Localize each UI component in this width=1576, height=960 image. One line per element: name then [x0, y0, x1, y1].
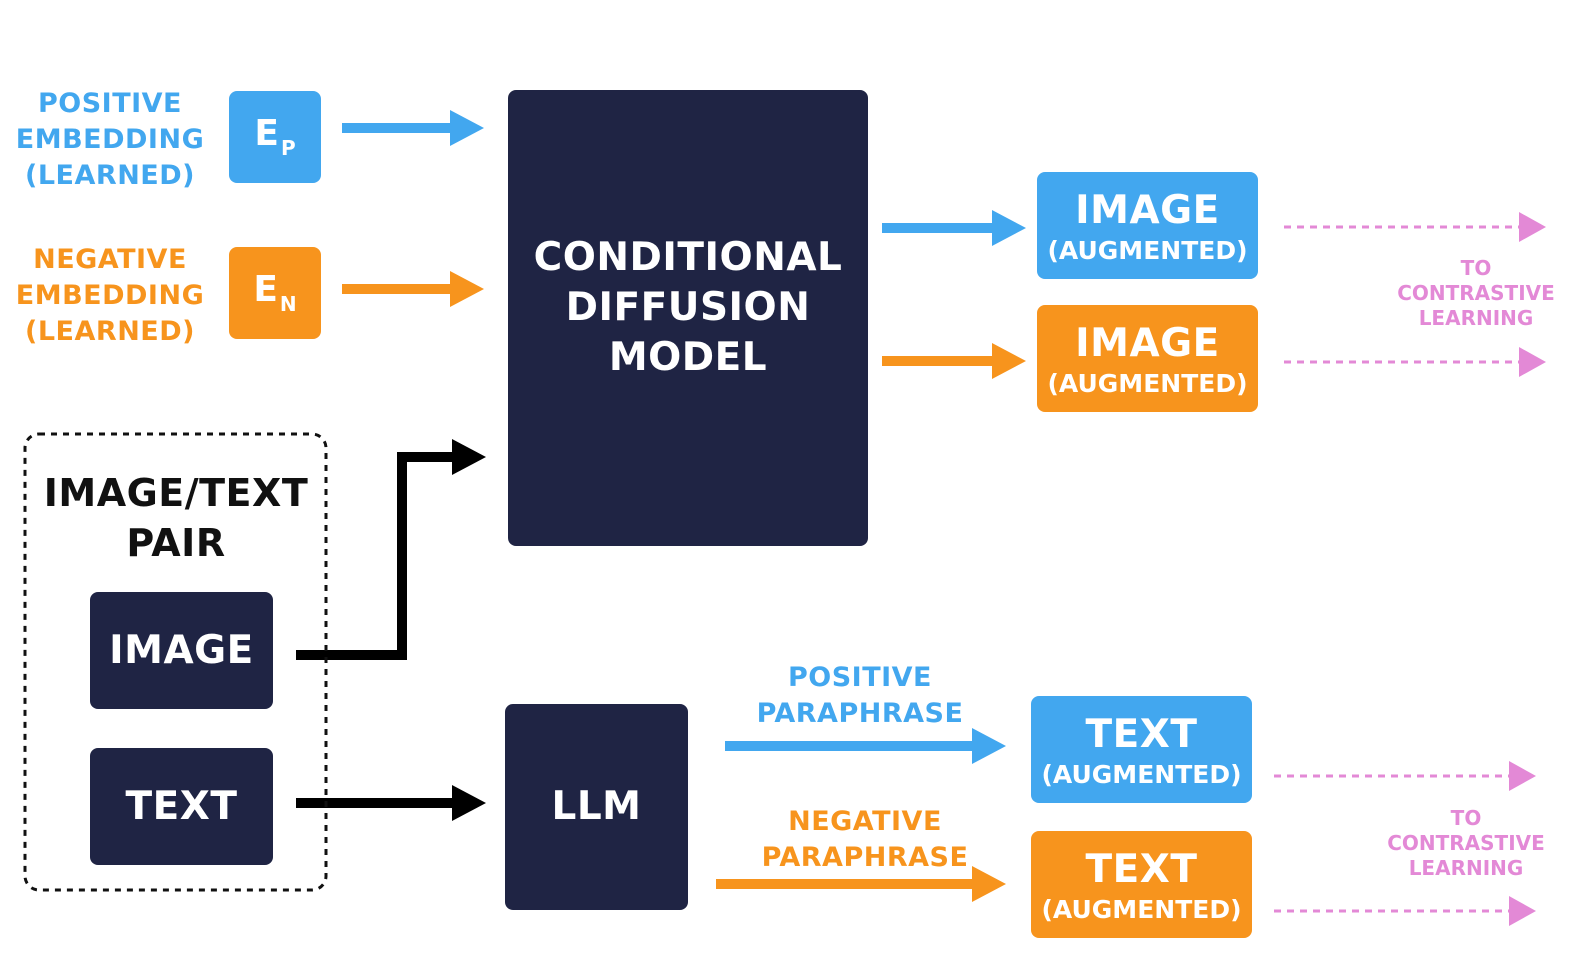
positive-paraphrase-label: POSITIVE PARAPHRASE	[740, 660, 980, 732]
positive-paraphrase-line-2: PARAPHRASE	[756, 698, 964, 729]
text-augmented-negative-main: TEXT	[1085, 846, 1198, 892]
image-to-diffusion-arrow	[296, 439, 486, 660]
text-augmented-negative-box: TEXT (AUGMENTED)	[1031, 831, 1252, 938]
negative-paraphrase-line-1: NEGATIVE	[788, 806, 942, 837]
contrastive-arrow-text-pos	[1274, 761, 1536, 791]
contrastive-top-line-3: LEARNING	[1418, 306, 1534, 330]
contrastive-learning-label-top: TO CONTRASTIVE LEARNING	[1396, 256, 1556, 331]
llm-label: LLM	[551, 784, 642, 829]
image-augmented-negative-box: IMAGE (AUGMENTED)	[1037, 305, 1258, 412]
positive-embedding-arrow	[342, 110, 484, 146]
image-text-pair-container	[23, 432, 328, 892]
pair-text-box: TEXT	[90, 748, 273, 865]
contrastive-bottom-line-3: LEARNING	[1408, 856, 1524, 880]
pair-text-label: TEXT	[125, 783, 238, 829]
contrastive-top-line-1: TO	[1460, 256, 1492, 280]
contrastive-bottom-line-2: CONTRASTIVE	[1387, 831, 1545, 855]
negative-embedding-line-3: (LEARNED)	[25, 316, 195, 347]
image-augmented-positive-box: IMAGE (AUGMENTED)	[1037, 172, 1258, 279]
image-augmented-positive-main: IMAGE	[1075, 187, 1220, 233]
pair-title: IMAGE/TEXT PAIR	[30, 468, 322, 568]
contrastive-arrow-image-neg	[1284, 347, 1546, 377]
contrastive-arrow-image-pos	[1284, 212, 1546, 242]
text-augmented-negative-sub: (AUGMENTED)	[1041, 894, 1242, 924]
text-augmented-positive-sub: (AUGMENTED)	[1041, 759, 1242, 789]
diffusion-positive-output-arrow	[882, 210, 1026, 246]
conditional-diffusion-model-box: CONDITIONAL DIFFUSION MODEL	[508, 90, 868, 546]
positive-embedding-label: POSITIVE EMBEDDING (LEARNED)	[10, 86, 210, 194]
positive-embedding-line-1: POSITIVE	[37, 88, 183, 119]
positive-paraphrase-arrow	[725, 728, 1006, 764]
contrastive-learning-label-bottom: TO CONTRASTIVE LEARNING	[1386, 806, 1546, 881]
pair-title-line-2: PAIR	[126, 521, 226, 565]
pair-image-box: IMAGE	[90, 592, 273, 709]
diffusion-line-3: MODEL	[608, 335, 768, 380]
negative-embedding-arrow	[342, 271, 484, 307]
pair-title-line-1: IMAGE/TEXT	[43, 471, 309, 515]
negative-embedding-line-2: EMBEDDING	[15, 280, 205, 311]
negative-paraphrase-line-2: PARAPHRASE	[761, 842, 969, 873]
image-augmented-negative-main: IMAGE	[1075, 320, 1220, 366]
pair-image-label: IMAGE	[109, 627, 254, 673]
diffusion-line-2: DIFFUSION	[565, 285, 811, 330]
image-augmented-negative-sub: (AUGMENTED)	[1047, 368, 1248, 398]
text-augmented-positive-box: TEXT (AUGMENTED)	[1031, 696, 1252, 803]
negative-embedding-subscript: N	[279, 292, 297, 316]
diffusion-line-1: CONDITIONAL	[533, 235, 843, 280]
negative-paraphrase-label: NEGATIVE PARAPHRASE	[745, 804, 985, 876]
positive-embedding-subscript: P	[280, 136, 296, 160]
text-augmented-positive-main: TEXT	[1085, 711, 1198, 757]
negative-paraphrase-arrow	[716, 866, 1006, 902]
positive-embedding-line-3: (LEARNED)	[25, 160, 195, 191]
text-to-llm-arrow	[296, 785, 486, 821]
contrastive-arrow-text-neg	[1274, 896, 1536, 926]
contrastive-top-line-2: CONTRASTIVE	[1397, 281, 1555, 305]
llm-box: LLM	[505, 704, 688, 910]
negative-embedding-label: NEGATIVE EMBEDDING (LEARNED)	[10, 242, 210, 350]
contrastive-bottom-line-1: TO	[1450, 806, 1482, 830]
image-augmented-positive-sub: (AUGMENTED)	[1047, 235, 1248, 265]
diffusion-negative-output-arrow	[882, 343, 1026, 379]
positive-embedding-line-2: EMBEDDING	[15, 124, 205, 155]
positive-paraphrase-line-1: POSITIVE	[787, 662, 933, 693]
negative-embedding-line-1: NEGATIVE	[33, 244, 187, 275]
